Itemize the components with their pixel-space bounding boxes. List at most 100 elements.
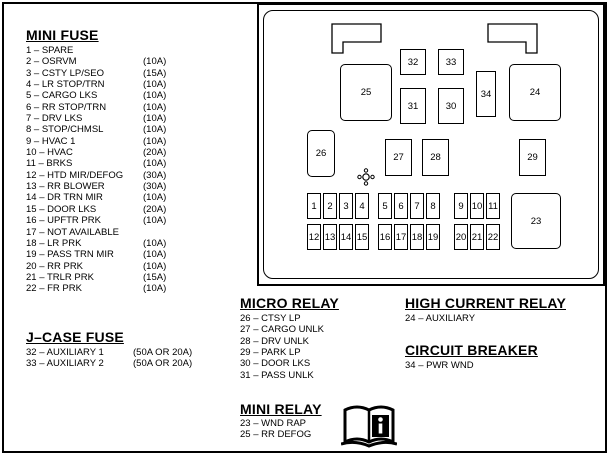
relay-25: 25 bbox=[340, 64, 392, 121]
list-item: 7 – DRV LKS(10A) bbox=[26, 113, 226, 124]
list-item: 1 – SPARE bbox=[26, 45, 226, 56]
list-item-label: 27 – CARGO UNLK bbox=[240, 324, 324, 336]
list-item-label: 10 – HVAC bbox=[26, 147, 73, 159]
mini-fuse-11: 11 bbox=[486, 193, 500, 219]
list-item-label: 6 – RR STOP/TRN bbox=[26, 101, 107, 113]
relay-29: 29 bbox=[519, 139, 546, 176]
list-item-amperage: (10A) bbox=[143, 192, 167, 204]
list-item-label: 24 – AUXILIARY bbox=[405, 313, 476, 324]
mini-fuse-12: 12 bbox=[307, 224, 321, 250]
list-item-label: 12 – HTD MIR/DEFOG bbox=[26, 169, 124, 181]
list-item: 9 – HVAC 1 (10A) bbox=[26, 136, 226, 147]
list-item-amperage: (15A) bbox=[143, 271, 167, 283]
mini-fuse-10: 10 bbox=[470, 193, 484, 219]
relay-24: 24 bbox=[509, 64, 561, 121]
fuse-box-frame bbox=[257, 3, 605, 286]
list-item-label: 25 – RR DEFOG bbox=[240, 429, 312, 441]
list-item-amperage: (10A) bbox=[143, 260, 167, 272]
list-item-label: 17 – NOT AVAILABLE bbox=[26, 226, 119, 238]
list-item-amperage: (10A) bbox=[143, 237, 167, 249]
mounting-point-icon bbox=[357, 168, 375, 186]
list-item: 21 – TRLR PRK(15A) bbox=[26, 272, 226, 283]
mini-fuse-22: 22 bbox=[486, 224, 500, 250]
list-item: 16 – UPFTR PRK (10A) bbox=[26, 215, 226, 226]
circuit-breaker-title: CIRCUIT BREAKER bbox=[405, 342, 538, 358]
mini-fuse-4: 4 bbox=[355, 193, 369, 219]
list-item-label: 2 – OSRVM bbox=[26, 56, 77, 68]
list-item: 12 – HTD MIR/DEFOG(30A) bbox=[26, 170, 226, 181]
list-item: 32 – AUXILIARY 1(50A OR 20A) bbox=[26, 347, 226, 358]
mini-fuse-20: 20 bbox=[454, 224, 468, 250]
list-item-amperage: (10A) bbox=[143, 79, 167, 91]
list-item: 33 – AUXILIARY 2(50A OR 20A) bbox=[26, 358, 226, 369]
list-item-label: 18 – LR PRK bbox=[26, 237, 82, 249]
list-item-amperage: (20A) bbox=[143, 147, 167, 159]
mini-fuse-3: 3 bbox=[339, 193, 353, 219]
mini-fuse-13: 13 bbox=[323, 224, 337, 250]
mini-fuse-18: 18 bbox=[410, 224, 424, 250]
list-item: 34 – PWR WND bbox=[405, 360, 474, 371]
mini-fuse-17: 17 bbox=[394, 224, 408, 250]
high-current-relay-list: 24 – AUXILIARY bbox=[405, 313, 475, 324]
list-item: 11 – BRKS (10A) bbox=[26, 158, 226, 169]
mini-fuse-9: 9 bbox=[454, 193, 468, 219]
mini-fuse-title: MINI FUSE bbox=[26, 27, 99, 43]
list-item-amperage: (10A) bbox=[143, 124, 167, 136]
list-item-label: 34 – PWR WND bbox=[405, 360, 474, 371]
jcase-fuse-title: J–CASE FUSE bbox=[26, 329, 124, 345]
list-item: 23 – WND RAP bbox=[240, 418, 311, 429]
owners-manual-icon bbox=[341, 405, 397, 448]
breaker-34: 34 bbox=[476, 71, 496, 117]
list-item: 30 – DOOR LKS bbox=[240, 358, 324, 369]
list-item-label: 3 – CSTY LP/SEO bbox=[26, 67, 104, 79]
list-item-amperage: (10A) bbox=[143, 158, 167, 170]
list-item: 2 – OSRVM(10A) bbox=[26, 56, 226, 67]
list-item-amperage: (50A OR 20A) bbox=[133, 358, 193, 370]
list-item-label: 8 – STOP/CHMSL bbox=[26, 124, 104, 136]
list-item-label: 1 – SPARE bbox=[26, 45, 74, 56]
list-item: 14 – DR TRN MIR (10A) bbox=[26, 192, 226, 203]
list-item: 5 – CARGO LKS(10A) bbox=[26, 90, 226, 101]
list-item: 18 – LR PRK (10A) bbox=[26, 238, 226, 249]
list-item-amperage: (10A) bbox=[143, 135, 167, 147]
mini-fuse-7: 7 bbox=[410, 193, 424, 219]
mini-fuse-14: 14 bbox=[339, 224, 353, 250]
list-item-label: 4 – LR STOP/TRN bbox=[26, 79, 105, 91]
list-item-label: 29 – PARK LP bbox=[240, 347, 301, 359]
list-item-label: 13 – RR BLOWER bbox=[26, 181, 105, 193]
relay-30: 30 bbox=[438, 88, 464, 124]
list-item: 8 – STOP/CHMSL (10A) bbox=[26, 124, 226, 135]
circuit-breaker-list: 34 – PWR WND bbox=[405, 360, 474, 371]
relay-27: 27 bbox=[385, 139, 412, 176]
list-item-amperage: (10A) bbox=[143, 101, 167, 113]
list-item-label: 16 – UPFTR PRK bbox=[26, 215, 101, 227]
list-item-amperage: (10A) bbox=[143, 215, 167, 227]
list-item-label: 11 – BRKS bbox=[26, 158, 73, 170]
list-item-label: 15 – DOOR LKS bbox=[26, 203, 97, 215]
list-item-label: 30 – DOOR LKS bbox=[240, 358, 311, 370]
list-item-amperage: (50A OR 20A) bbox=[133, 347, 193, 358]
list-item-amperage: (10A) bbox=[143, 283, 167, 295]
relay-23: 23 bbox=[511, 193, 561, 249]
mini-fuse-5: 5 bbox=[378, 193, 392, 219]
list-item-label: 31 – PASS UNLK bbox=[240, 369, 314, 381]
mini-fuse-2: 2 bbox=[323, 193, 337, 219]
list-item: 13 – RR BLOWER(30A) bbox=[26, 181, 226, 192]
list-item-label: 9 – HVAC 1 bbox=[26, 135, 76, 147]
mini-fuse-21: 21 bbox=[470, 224, 484, 250]
list-item: 10 – HVAC (20A) bbox=[26, 147, 226, 158]
mini-fuse-8: 8 bbox=[426, 193, 440, 219]
jcase-fuse-list: 32 – AUXILIARY 1(50A OR 20A)33 – AUXILIA… bbox=[26, 347, 226, 370]
list-item-label: 14 – DR TRN MIR bbox=[26, 192, 103, 204]
list-item: 22 – FR PRK(10A) bbox=[26, 283, 226, 294]
mini-fuse-19: 19 bbox=[426, 224, 440, 250]
relay-26: 26 bbox=[307, 130, 335, 177]
list-item-label: 7 – DRV LKS bbox=[26, 113, 83, 125]
list-item-amperage: (10A) bbox=[143, 90, 167, 102]
list-item: 15 – DOOR LKS(20A) bbox=[26, 204, 226, 215]
jcase-33: 33 bbox=[438, 49, 464, 75]
list-item-label: 20 – RR PRK bbox=[26, 260, 84, 272]
list-item-amperage: (10A) bbox=[143, 249, 167, 261]
micro-relay-title: MICRO RELAY bbox=[240, 295, 339, 311]
